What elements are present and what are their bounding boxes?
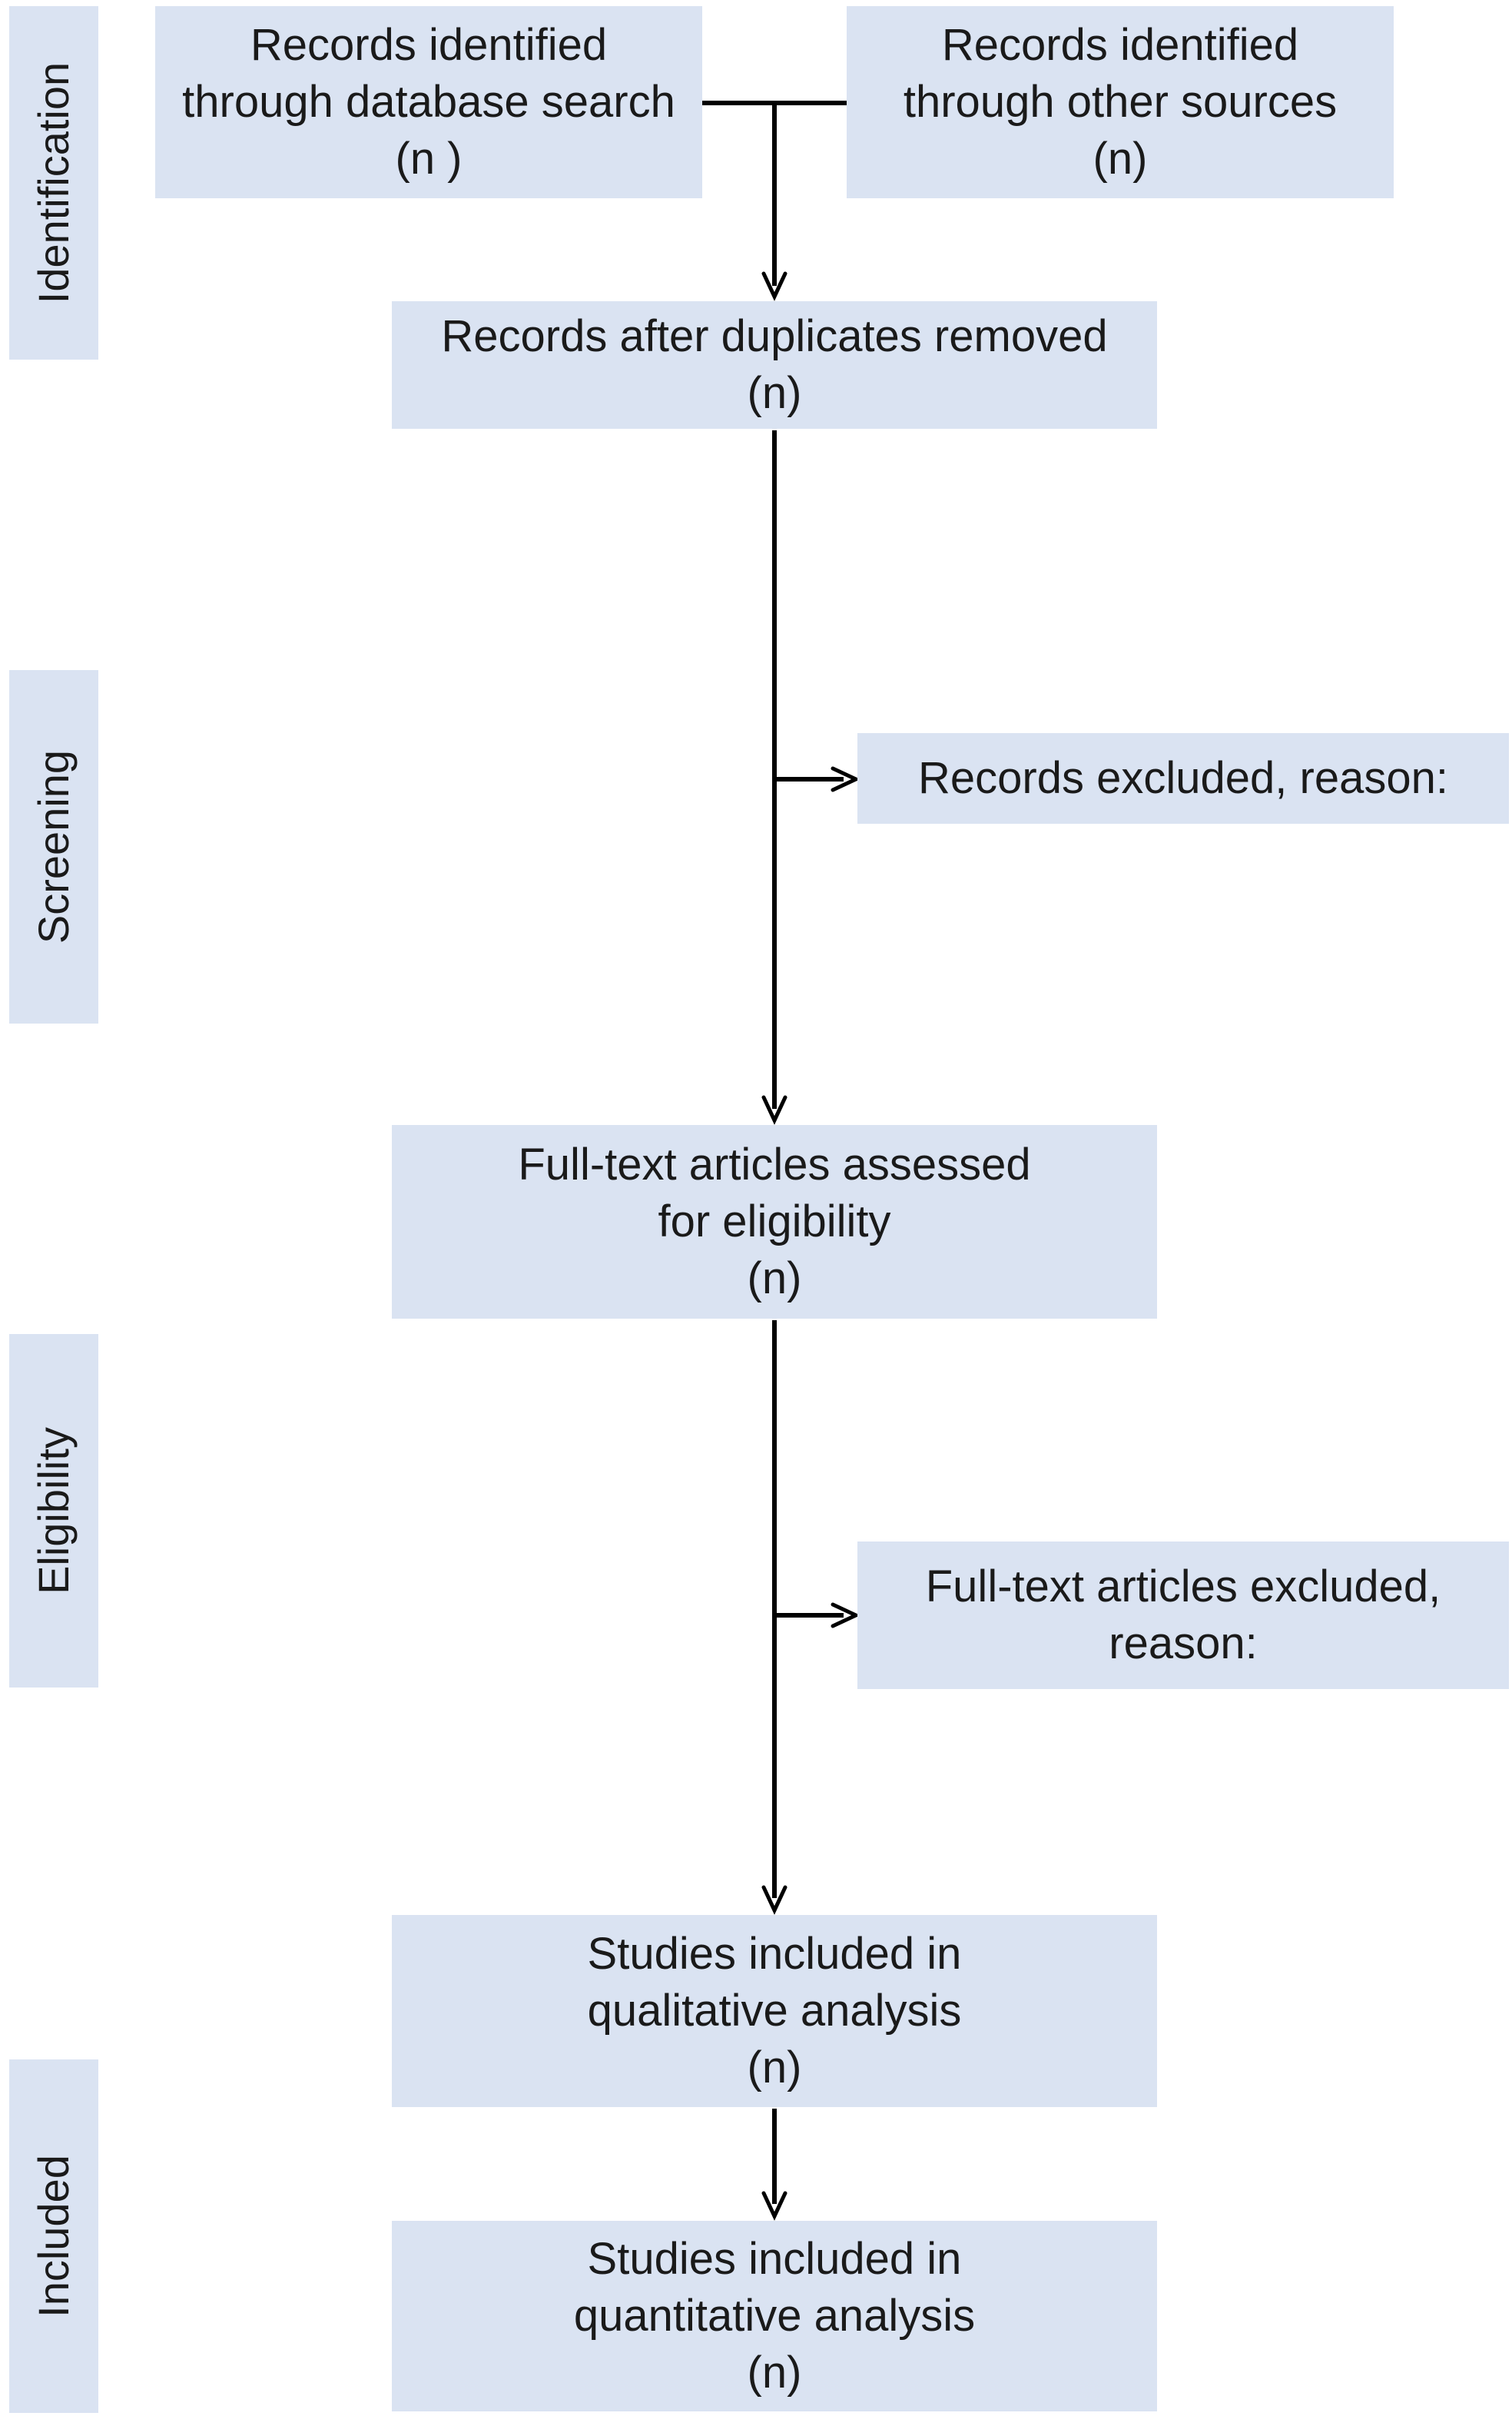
arrowhead-fulltext-assessed (761, 1095, 788, 1125)
box-fulltext-excluded-line2: reason: (1109, 1618, 1258, 1668)
arrowhead-qualitative (761, 1885, 788, 1915)
box-records-excluded-line1: Records excluded, reason: (918, 753, 1448, 803)
box-database-search-line2: through database search (182, 77, 675, 127)
box-qualitative-line1: Studies included in (587, 1929, 962, 1979)
box-duplicates-removed-count: (n) (747, 368, 802, 418)
box-fulltext-assessed-count: (n) (747, 1253, 802, 1303)
arrowhead-quantitative (761, 2191, 788, 2221)
box-other-sources-count: (n) (1093, 134, 1148, 184)
arrowhead-fulltext-excluded (831, 1602, 860, 1628)
box-quantitative-line1: Studies included in (587, 2234, 962, 2284)
box-duplicates-removed: Records after duplicates removed (n) (392, 301, 1157, 429)
box-quantitative-analysis: Studies included in quantitative analysi… (392, 2221, 1157, 2411)
box-fulltext-assessed-line2: for eligibility (658, 1196, 891, 1246)
box-quantitative-line2: quantitative analysis (573, 2291, 976, 2341)
box-database-search: Records identified through database sear… (155, 6, 702, 198)
box-database-search-count: (n ) (395, 134, 463, 184)
box-other-sources-line2: through other sources (903, 77, 1338, 127)
box-duplicates-removed-line1: Records after duplicates removed (441, 311, 1108, 361)
arrowhead-duplicates (761, 271, 788, 301)
arrowhead-records-excluded (831, 766, 860, 792)
box-records-excluded: Records excluded, reason: (857, 733, 1509, 824)
box-qualitative-count: (n) (747, 2043, 802, 2092)
box-fulltext-excluded-line1: Full-text articles excluded, (925, 1561, 1441, 1611)
stage-screening: Screening (9, 670, 98, 1024)
box-quantitative-count: (n) (747, 2348, 802, 2398)
stage-included: Included (9, 2059, 98, 2413)
box-fulltext-assessed-line1: Full-text articles assessed (518, 1140, 1031, 1190)
box-other-sources-line1: Records identified (941, 20, 1299, 70)
box-other-sources: Records identified through other sources… (847, 6, 1394, 198)
box-database-search-line1: Records identified (250, 20, 608, 70)
box-qualitative-analysis: Studies included in qualitative analysis… (392, 1915, 1157, 2107)
box-fulltext-excluded: Full-text articles excluded, reason: (857, 1542, 1509, 1689)
stage-identification: Identification (9, 6, 98, 360)
stage-eligibility: Eligibility (9, 1334, 98, 1688)
box-qualitative-line2: qualitative analysis (587, 1986, 962, 2036)
box-fulltext-assessed: Full-text articles assessed for eligibil… (392, 1125, 1157, 1319)
